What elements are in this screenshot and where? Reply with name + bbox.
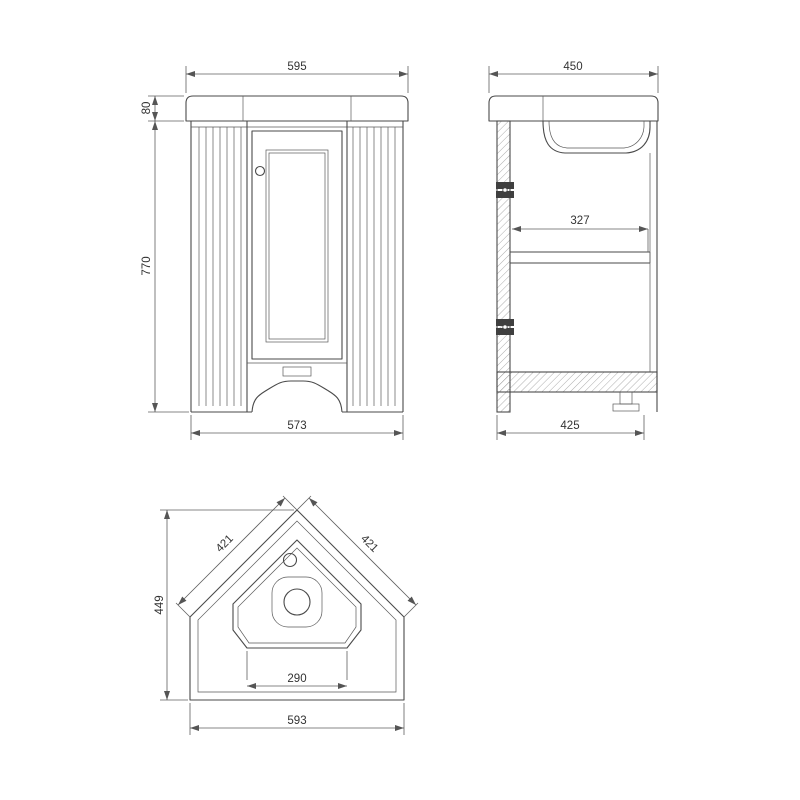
front-plinth — [247, 362, 347, 413]
door-knob-icon — [254, 165, 266, 177]
front-door — [251, 130, 343, 360]
front-worktop — [185, 95, 409, 122]
plan-basin — [232, 539, 362, 649]
plan-view: 449 421 421 290 593 — [154, 495, 419, 735]
front-dimensions: 595 80 770 573 — [141, 61, 409, 440]
side-basin-profile — [542, 120, 651, 154]
hinge-icon — [496, 319, 514, 335]
dim-front-worktop-height: 80 — [141, 102, 153, 115]
dim-plan-back-edge-left: 421 — [214, 533, 236, 555]
hinge-icon — [496, 182, 514, 198]
dim-plan-overall-width: 593 — [287, 715, 306, 727]
dim-front-overall-width: 595 — [287, 61, 306, 73]
side-door-panel-section — [496, 120, 511, 413]
dim-side-internal-depth: 327 — [570, 215, 589, 227]
dim-front-bottom-width: 573 — [287, 420, 306, 432]
side-worktop — [488, 95, 659, 122]
dim-front-cabinet-height: 770 — [141, 256, 153, 275]
front-view: 595 80 770 573 — [141, 61, 409, 440]
side-view: 450 327 425 — [488, 61, 659, 440]
dim-plan-depth: 449 — [154, 595, 166, 614]
side-dimensions: 450 327 425 — [488, 61, 659, 440]
dim-plan-basin-width: 290 — [287, 673, 306, 685]
adjustable-foot-icon — [612, 391, 640, 412]
dim-side-overall-depth: 450 — [563, 61, 582, 73]
side-shelf — [510, 251, 651, 264]
side-back-panel — [649, 121, 658, 412]
front-cabinet — [190, 121, 404, 413]
basin-waste-icon — [283, 588, 311, 616]
side-bottom-rail-section — [496, 371, 658, 393]
front-right-fluting — [352, 127, 396, 406]
dim-plan-back-edge-right: 421 — [358, 533, 380, 555]
basin-bowl — [271, 576, 323, 628]
front-left-fluting — [198, 127, 242, 406]
dim-side-bottom-depth: 425 — [560, 420, 579, 432]
side-hinges — [496, 182, 514, 335]
